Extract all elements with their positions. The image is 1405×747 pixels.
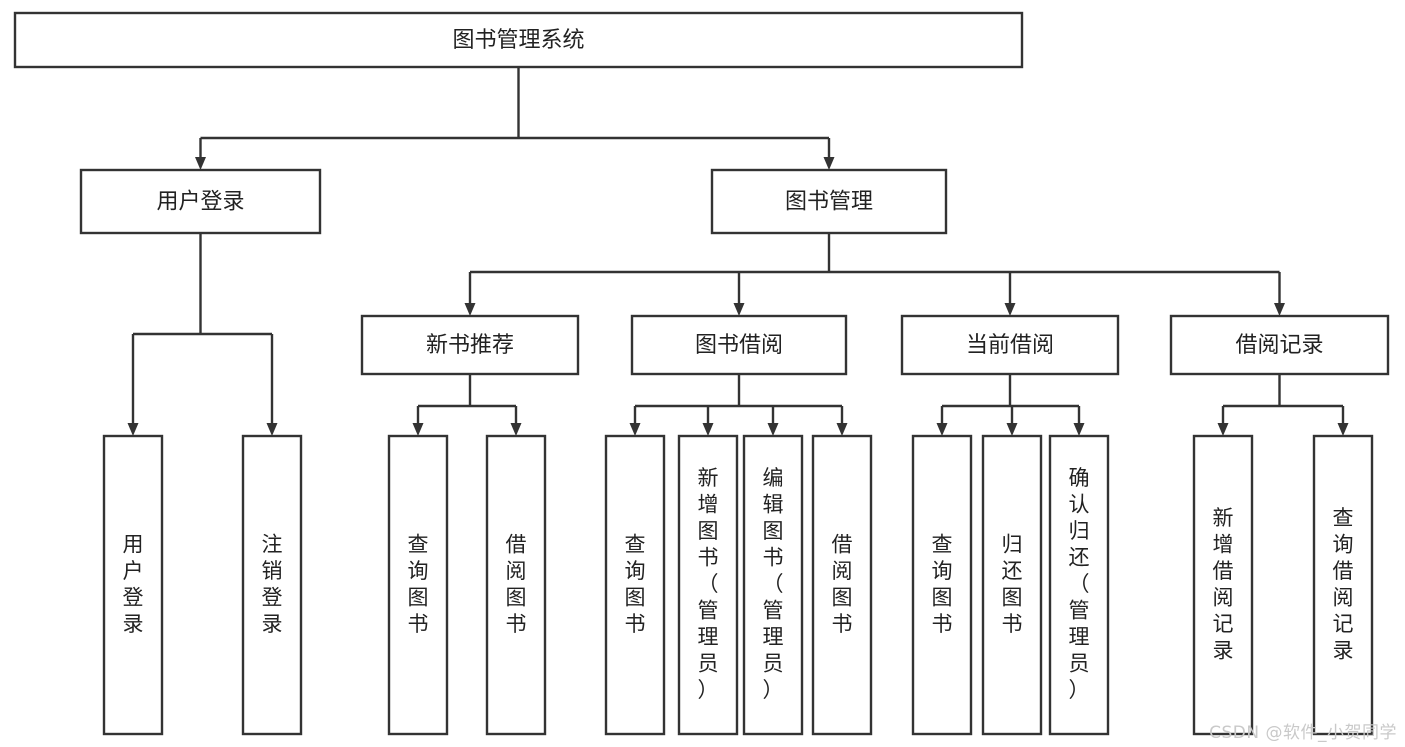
node-leaf-logout[interactable]: 注销登录 <box>241 434 303 736</box>
node-label: 新增借阅记录 <box>1213 506 1234 663</box>
connector-group-current-borrow <box>936 374 1085 436</box>
node-leaf-user-login[interactable]: 用户登录 <box>102 434 164 736</box>
node-label: 查询图书 <box>932 532 953 636</box>
node-label: 借阅图书 <box>506 532 527 636</box>
node-label: 查询借阅记录 <box>1333 506 1354 663</box>
node-leaf-borrow-book-1[interactable]: 借阅图书 <box>485 434 547 736</box>
connector-group-book-borrow <box>629 374 848 436</box>
node-book-borrow[interactable]: 图书借阅 <box>630 314 848 376</box>
node-leaf-add-record[interactable]: 新增借阅记录 <box>1192 434 1254 736</box>
node-root[interactable]: 图书管理系统 <box>13 11 1024 69</box>
node-label: 编辑图书（管理员） <box>763 466 784 702</box>
node-leaf-query-record[interactable]: 查询借阅记录 <box>1312 434 1374 736</box>
node-label: 查询图书 <box>408 532 429 636</box>
node-current-borrow[interactable]: 当前借阅 <box>900 314 1120 376</box>
node-label: 借阅图书 <box>832 532 853 636</box>
node-leaf-confirm-return[interactable]: 确认归还（管理员） <box>1048 434 1110 736</box>
csdn-watermark: CSDN @软件_小贺同学 <box>1209 723 1397 743</box>
node-book-manage[interactable]: 图书管理 <box>710 168 948 235</box>
connector-layer <box>127 67 1349 436</box>
node-layer: 图书管理系统用户登录图书管理新书推荐图书借阅当前借阅借阅记录用户登录注销登录查询… <box>13 11 1390 736</box>
connector-group-user-login <box>127 233 278 436</box>
node-leaf-query-book-1[interactable]: 查询图书 <box>387 434 449 736</box>
node-label: 用户登录 <box>123 532 144 636</box>
node-label: 图书管理 <box>785 190 873 215</box>
node-label: 借阅记录 <box>1235 333 1323 358</box>
node-label: 图书管理系统 <box>452 28 584 53</box>
node-leaf-add-book[interactable]: 新增图书（管理员） <box>677 434 739 736</box>
node-user-login[interactable]: 用户登录 <box>79 168 322 235</box>
node-borrow-record[interactable]: 借阅记录 <box>1169 314 1390 376</box>
node-label: 新书推荐 <box>426 333 514 358</box>
node-leaf-query-book-3[interactable]: 查询图书 <box>911 434 973 736</box>
node-new-book-recommend[interactable]: 新书推荐 <box>360 314 580 376</box>
node-label: 归还图书 <box>1002 532 1023 636</box>
connector-group-book-manage <box>464 233 1285 316</box>
node-label: 注销登录 <box>262 532 283 636</box>
connector-group-new-book-recommend <box>412 374 522 436</box>
node-label: 用户登录 <box>156 190 244 215</box>
node-leaf-edit-book[interactable]: 编辑图书（管理员） <box>742 434 804 736</box>
node-leaf-borrow-book-2[interactable]: 借阅图书 <box>811 434 873 736</box>
node-label: 图书借阅 <box>695 333 783 358</box>
node-label: 当前借阅 <box>966 333 1054 358</box>
node-label: 查询图书 <box>625 532 646 636</box>
connector-group-root <box>195 67 835 170</box>
node-label: 新增图书（管理员） <box>698 466 719 702</box>
connector-group-borrow-record <box>1217 374 1349 436</box>
node-label: 确认归还（管理员） <box>1069 466 1090 702</box>
node-leaf-query-book-2[interactable]: 查询图书 <box>604 434 666 736</box>
node-leaf-return-book[interactable]: 归还图书 <box>981 434 1043 736</box>
